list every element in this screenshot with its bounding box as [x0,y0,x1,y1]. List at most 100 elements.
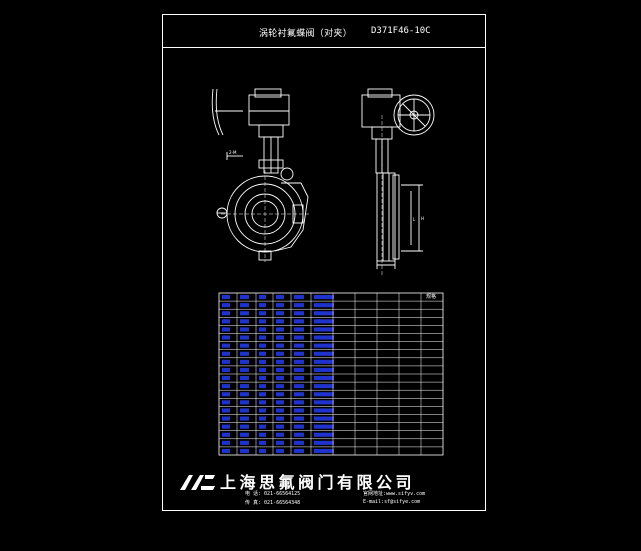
table-cell [240,448,249,453]
table-cell [276,359,284,364]
table-cell [314,327,334,332]
table-cell [314,440,334,445]
table-cell [276,376,284,381]
table-cell [222,319,230,324]
table-cell [240,416,249,421]
table-cell [314,432,334,437]
table-cell [276,343,284,348]
table-cell [314,319,334,324]
table-cell [294,384,304,389]
table-cell [240,367,249,372]
table-cell [259,416,266,421]
table-cell [222,408,230,413]
table-cell [314,367,334,372]
svg-text:H: H [421,216,424,221]
web-text: 官网地址:www.sifyv.com [363,491,426,497]
drawing-sheet: 涡轮衬氟蝶阀（对夹） D371F46-10C [162,14,486,511]
table-cell [222,392,230,397]
table-cell [222,424,230,429]
table-cell [259,392,266,397]
table-cell [259,376,266,381]
table-cell [276,311,284,316]
table-cell [294,311,304,316]
table-cell [314,343,334,348]
table-cell [314,351,334,356]
table-cell [240,311,249,316]
table-cell [314,448,334,453]
table-cell [240,351,249,356]
front-view: 2-M [211,88,311,262]
table-cell [240,432,249,437]
table-cell [276,295,284,300]
table-cell [222,416,230,421]
valve-drawing: 2-M [211,88,444,456]
table-cell [276,335,284,340]
table-cell [276,327,284,332]
company-name: 上海思氟阀门有限公司 [220,473,416,492]
svg-text:L: L [413,217,416,222]
table-cell [240,335,249,340]
table-cell [294,335,304,340]
table-cell [314,416,334,421]
table-cell [240,376,249,381]
title-bar: 涡轮衬氟蝶阀（对夹） D371F46-10C [163,15,485,48]
table-cell [276,400,284,405]
table-cell [259,311,266,316]
table-cell [259,400,266,405]
table-cell [294,392,304,397]
tel-text: 电 话: 021-66564125 [245,491,301,497]
table-cell [276,319,284,324]
table-cell [314,408,334,413]
table-cell [259,424,266,429]
table-cell [314,392,334,397]
table-cell [240,392,249,397]
table-cell [294,424,304,429]
table-cell [222,359,230,364]
table-cell [259,440,266,445]
table-cell [314,359,334,364]
table-cell [294,400,304,405]
table-cell [276,392,284,397]
table-cell [294,376,304,381]
table-cell [222,440,230,445]
svg-text:2-M: 2-M [229,150,237,155]
table-cell [222,351,230,356]
table-cell [240,384,249,389]
table-cell [276,303,284,308]
table-cell [314,295,334,300]
table-cell [276,351,284,356]
table-cell [259,351,266,356]
table-cell [240,343,249,348]
table-cell [294,448,304,453]
drawing-title: 涡轮衬氟蝶阀（对夹） [259,29,353,39]
table-cell [259,432,266,437]
table-cell [276,432,284,437]
table-cell [276,367,284,372]
table-cell [294,303,304,308]
table-cell [294,343,304,348]
table-cell [294,440,304,445]
table-cell [259,303,266,308]
company-logo-icon [180,475,215,490]
table-cell [314,376,334,381]
table-cell [294,432,304,437]
table-cell [222,432,230,437]
table-cell [240,359,249,364]
table-cell [240,295,249,300]
table-cell [222,311,230,316]
fax-text: 传 真: 021-66564348 [245,500,301,506]
table-cell [294,327,304,332]
table-cell [314,384,334,389]
table-cell [259,359,266,364]
table-cell [294,359,304,364]
table-header-label: 规格 [426,293,436,300]
table-cell [259,343,266,348]
table-cell [222,295,230,300]
table-cell [240,440,249,445]
table-cell [276,384,284,389]
table-cell [314,400,334,405]
table-cell [276,424,284,429]
spec-table: 规格 [218,292,444,456]
table-cell [314,303,334,308]
table-cell [314,424,334,429]
